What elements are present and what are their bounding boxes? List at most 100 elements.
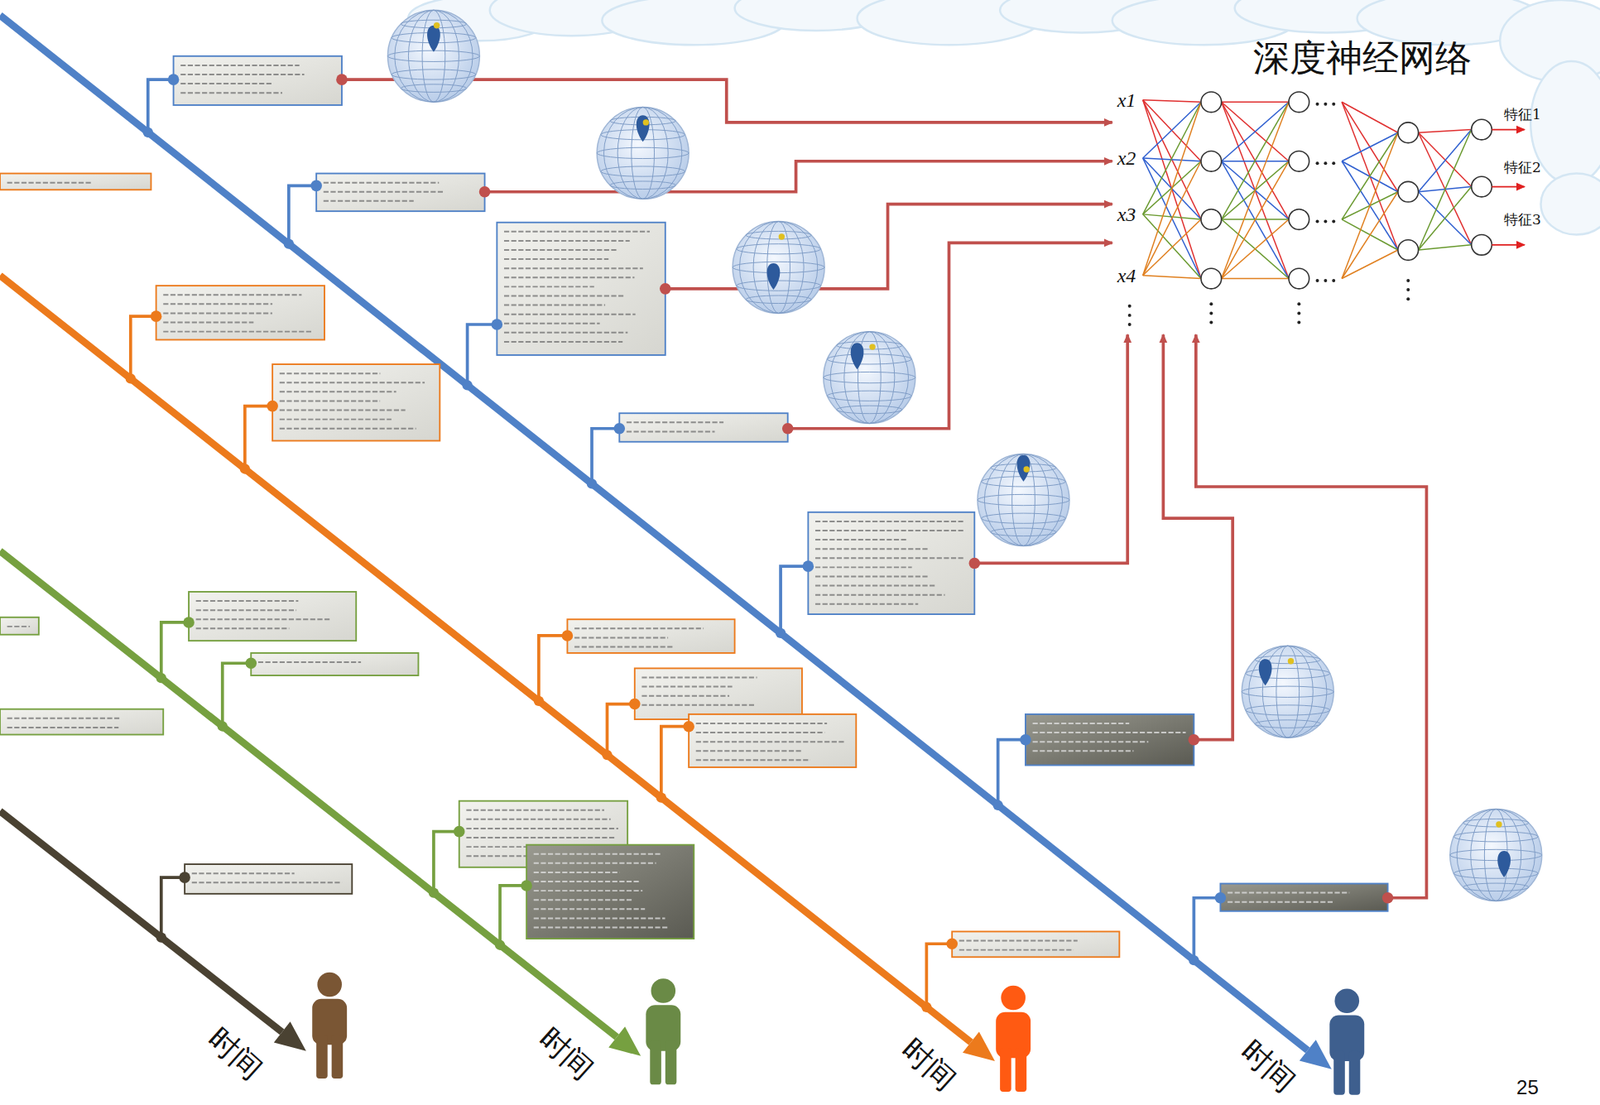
- network-weight: [1143, 158, 1202, 279]
- question-text-lines: [466, 827, 618, 830]
- stub-connector: [926, 943, 952, 1008]
- ellipsis-dot: [1406, 278, 1410, 283]
- question-text-lines: [574, 646, 674, 649]
- stub-dot: [533, 696, 544, 707]
- stub-dot: [586, 478, 597, 489]
- person-icon: [331, 1034, 344, 1079]
- page-number: 25: [1516, 1076, 1539, 1099]
- question-text-lines: [1033, 722, 1130, 725]
- network-weight: [1221, 219, 1289, 279]
- stub-connector: [130, 316, 157, 379]
- feed-line: [787, 242, 1113, 428]
- stub-dot: [245, 657, 257, 669]
- question-text-lines: [504, 240, 630, 242]
- question-text-lines: [1033, 749, 1134, 752]
- globe: [596, 106, 689, 199]
- question-text-lines: [504, 313, 636, 316]
- stub-connector: [288, 185, 317, 244]
- globe-parallel: [823, 371, 916, 383]
- question-text-lines: [279, 427, 417, 430]
- neuron: [1288, 150, 1310, 172]
- cloud: [1540, 173, 1600, 236]
- question-text-lines: [815, 520, 964, 523]
- question-text-lines: [7, 625, 30, 628]
- output-arrow: [1491, 244, 1524, 246]
- feed-line: [974, 334, 1128, 563]
- globe-marker: [643, 119, 649, 125]
- question-text-lines: [533, 917, 666, 919]
- person-icon: [317, 972, 342, 998]
- feed-dot: [1188, 734, 1201, 746]
- globe-parallel: [1241, 686, 1334, 697]
- stub-connector: [148, 79, 174, 133]
- network-weight: [1143, 161, 1202, 276]
- question-text-lines: [574, 627, 704, 630]
- globe: [823, 331, 916, 424]
- feed-dot: [659, 283, 672, 295]
- globe-parallel: [1453, 831, 1538, 842]
- question-text-lines: [1227, 901, 1335, 904]
- person-icon: [999, 1047, 1012, 1092]
- question-text-lines: [323, 200, 414, 202]
- ellipsis-dot: [1128, 304, 1132, 308]
- stub-connector: [661, 726, 689, 798]
- stub-connector: [780, 566, 808, 634]
- neuron: [1288, 268, 1310, 289]
- network-weight: [1143, 100, 1202, 279]
- question-text-lines: [533, 908, 645, 910]
- globe-marker: [778, 233, 785, 240]
- stub-dot: [601, 749, 612, 760]
- stub-dot: [1215, 892, 1227, 904]
- location-pin: [850, 342, 865, 370]
- stub-connector: [591, 428, 620, 485]
- question-text-lines: [696, 740, 846, 743]
- input-label: x3: [1117, 203, 1137, 226]
- location-pin: [636, 115, 650, 142]
- stub-dot: [946, 937, 958, 950]
- stub-dot: [491, 318, 504, 331]
- globe: [387, 9, 480, 102]
- stub-dot: [494, 940, 505, 951]
- globe-meridian: [767, 221, 791, 313]
- question-photo: [0, 617, 39, 635]
- question-text-lines: [279, 418, 392, 421]
- globe-meridian: [739, 221, 817, 313]
- question-text-lines: [815, 538, 908, 541]
- ellipsis-dot: [1316, 278, 1320, 283]
- timeline-arrowhead: [273, 1021, 307, 1051]
- stub-connector: [467, 324, 498, 385]
- globe-parallel: [981, 513, 1067, 524]
- globe-meridian: [753, 221, 804, 313]
- question-text-lines: [466, 809, 605, 812]
- stub-dot: [775, 628, 786, 639]
- stub-dot: [802, 560, 815, 572]
- person-icon: [1349, 1051, 1361, 1096]
- feature-label: 特征1: [1503, 106, 1542, 123]
- globe: [1241, 645, 1334, 738]
- network-weight: [1143, 219, 1202, 276]
- globe-parallel: [1450, 849, 1543, 861]
- network-weight: [1143, 100, 1202, 102]
- stub-dot: [156, 932, 167, 942]
- time-label: 时间: [201, 1022, 269, 1087]
- question-text-lines: [504, 331, 628, 334]
- person-icon: [1333, 1051, 1346, 1096]
- feed-dot: [479, 186, 491, 198]
- input-label: x4: [1117, 264, 1137, 287]
- question-photo: [526, 845, 694, 939]
- question-text-lines: [959, 940, 1078, 942]
- feed-dot: [782, 422, 794, 435]
- stub-dot: [125, 373, 136, 384]
- question-text-lines: [180, 82, 274, 85]
- stub-dot: [461, 379, 472, 390]
- question-text-lines: [163, 312, 273, 314]
- input-label: x2: [1117, 147, 1137, 169]
- neuron: [1201, 150, 1222, 172]
- question-text-lines: [641, 677, 757, 679]
- globe-parallel: [596, 147, 689, 159]
- timeline-arrowhead: [608, 1026, 641, 1056]
- stub-dot: [150, 310, 163, 322]
- question-photo: [634, 667, 803, 720]
